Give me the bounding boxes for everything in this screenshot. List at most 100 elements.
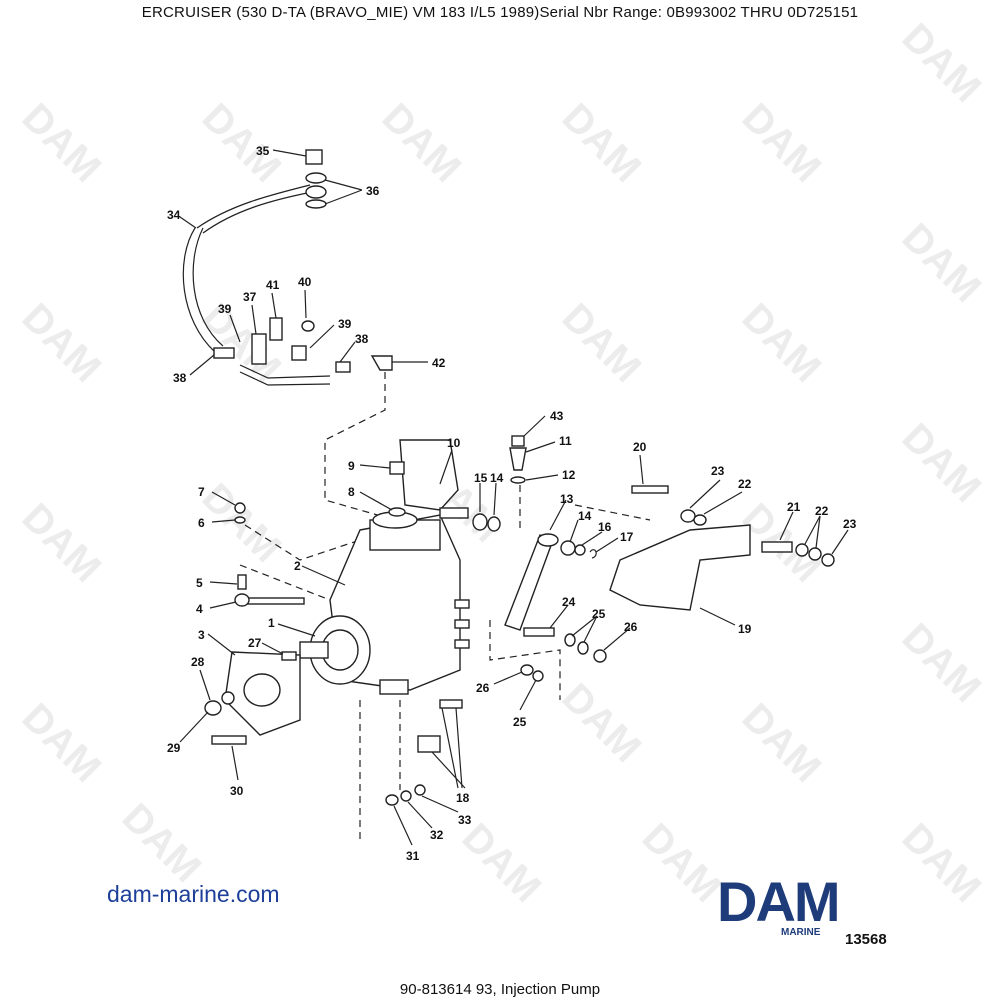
pipe-clamp [251,333,267,365]
sealing-washer [305,199,327,209]
banjo-eye [234,593,250,607]
callout-36: 36 [366,184,380,198]
callout-31: 31 [406,849,420,863]
leader-10 [439,449,453,485]
leader-2 [301,565,346,586]
callout-30: 30 [230,784,244,798]
leader-37 [251,304,257,335]
watermark: DAM [554,675,650,771]
leader-43 [523,415,546,437]
watermark: DAM [194,95,290,191]
watermark: DAM [554,95,650,191]
washer [221,691,235,705]
leader-32 [407,801,433,829]
callout-11: 11 [559,434,572,448]
site-link[interactable]: dam-marine.com [107,881,280,907]
callout-33: 33 [458,813,472,827]
watermark-layer: DAM DAM DAM DAM DAM DAM DAM DAM DAM DAM … [14,15,990,911]
washer [234,516,246,524]
washer [795,543,809,557]
washer [532,670,544,682]
sealing-fitting [237,574,247,590]
callout-23a: 23 [711,464,725,478]
left-parts [204,502,305,745]
leader-12 [525,474,559,481]
callout-20: 20 [633,440,647,454]
leader-33 [421,795,459,813]
leader-34 [179,216,197,229]
callout-29: 29 [167,741,181,755]
callout-3: 3 [198,628,205,642]
washer [564,633,576,647]
leader-25 [571,615,598,637]
nut [204,700,222,716]
washer [388,507,406,517]
throttle-bracket [609,524,751,611]
leader-23b [831,529,849,555]
clamp-bracket [269,317,283,341]
leader-13 [549,499,567,531]
nut [472,513,488,531]
callout-15: 15 [474,471,488,485]
callout-2: 2 [294,559,301,573]
watermark: DAM [14,295,110,391]
callout-25a: 25 [592,607,606,621]
banjo-fitting-top [509,447,527,471]
callout-24: 24 [562,595,576,609]
leader-39b [309,324,335,349]
watermark: DAM [894,15,990,111]
throttle-linkage [504,485,835,682]
watermark: DAM [734,695,830,791]
leader-35 [272,149,307,157]
callout-35: 35 [256,144,270,158]
leader-26b [493,671,523,685]
leader-18c [431,751,466,789]
leader-14b [569,519,579,543]
leader-4 [209,601,237,609]
fitting-path-6-7 [244,524,361,561]
callout-23b: 23 [843,517,857,531]
callout-16: 16 [598,520,612,534]
leader-40 [304,289,307,319]
gasket-bore [243,673,281,707]
callout-8: 8 [348,485,355,499]
callout-32: 32 [430,828,444,842]
callout-10: 10 [447,436,461,450]
watermark: DAM [894,215,990,311]
callout-14b: 14 [578,509,592,523]
leader-1 [277,623,316,637]
callout-38a: 38 [173,371,187,385]
figure-number: 13568 [845,931,887,948]
leader-20 [639,454,644,485]
nut [593,649,607,663]
callout-labels: 35 36 34 40 37 41 39 39 38 38 42 43 11 1… [167,144,857,863]
bracket-path [574,504,651,521]
key [281,651,297,661]
bottom-parts [385,699,463,806]
callout-41: 41 [266,278,280,292]
hollow-screw-b [335,361,351,373]
return-line-assembly [182,149,393,386]
leader-26 [603,627,631,651]
callout-1: 1 [268,616,275,630]
leader-11 [525,441,556,453]
callout-37: 37 [243,290,257,304]
outlet-fitting [454,619,470,629]
center-parts [388,435,527,532]
assembly-leaders [239,372,651,840]
callout-34: 34 [167,208,181,222]
nut [680,509,696,523]
leader-22c [815,515,821,549]
pin [439,699,463,709]
callout-14a: 14 [490,471,504,485]
watermark: DAM [454,815,550,911]
leader-3 [207,633,236,656]
dam-logo: DAM MARINE [717,873,841,938]
callout-4: 4 [196,602,203,616]
callout-19: 19 [738,622,752,636]
watermark: DAM [734,295,830,391]
leader-16 [581,531,603,546]
leader-22b [804,515,821,545]
callout-27: 27 [248,636,262,650]
watermark: DAM [554,295,650,391]
